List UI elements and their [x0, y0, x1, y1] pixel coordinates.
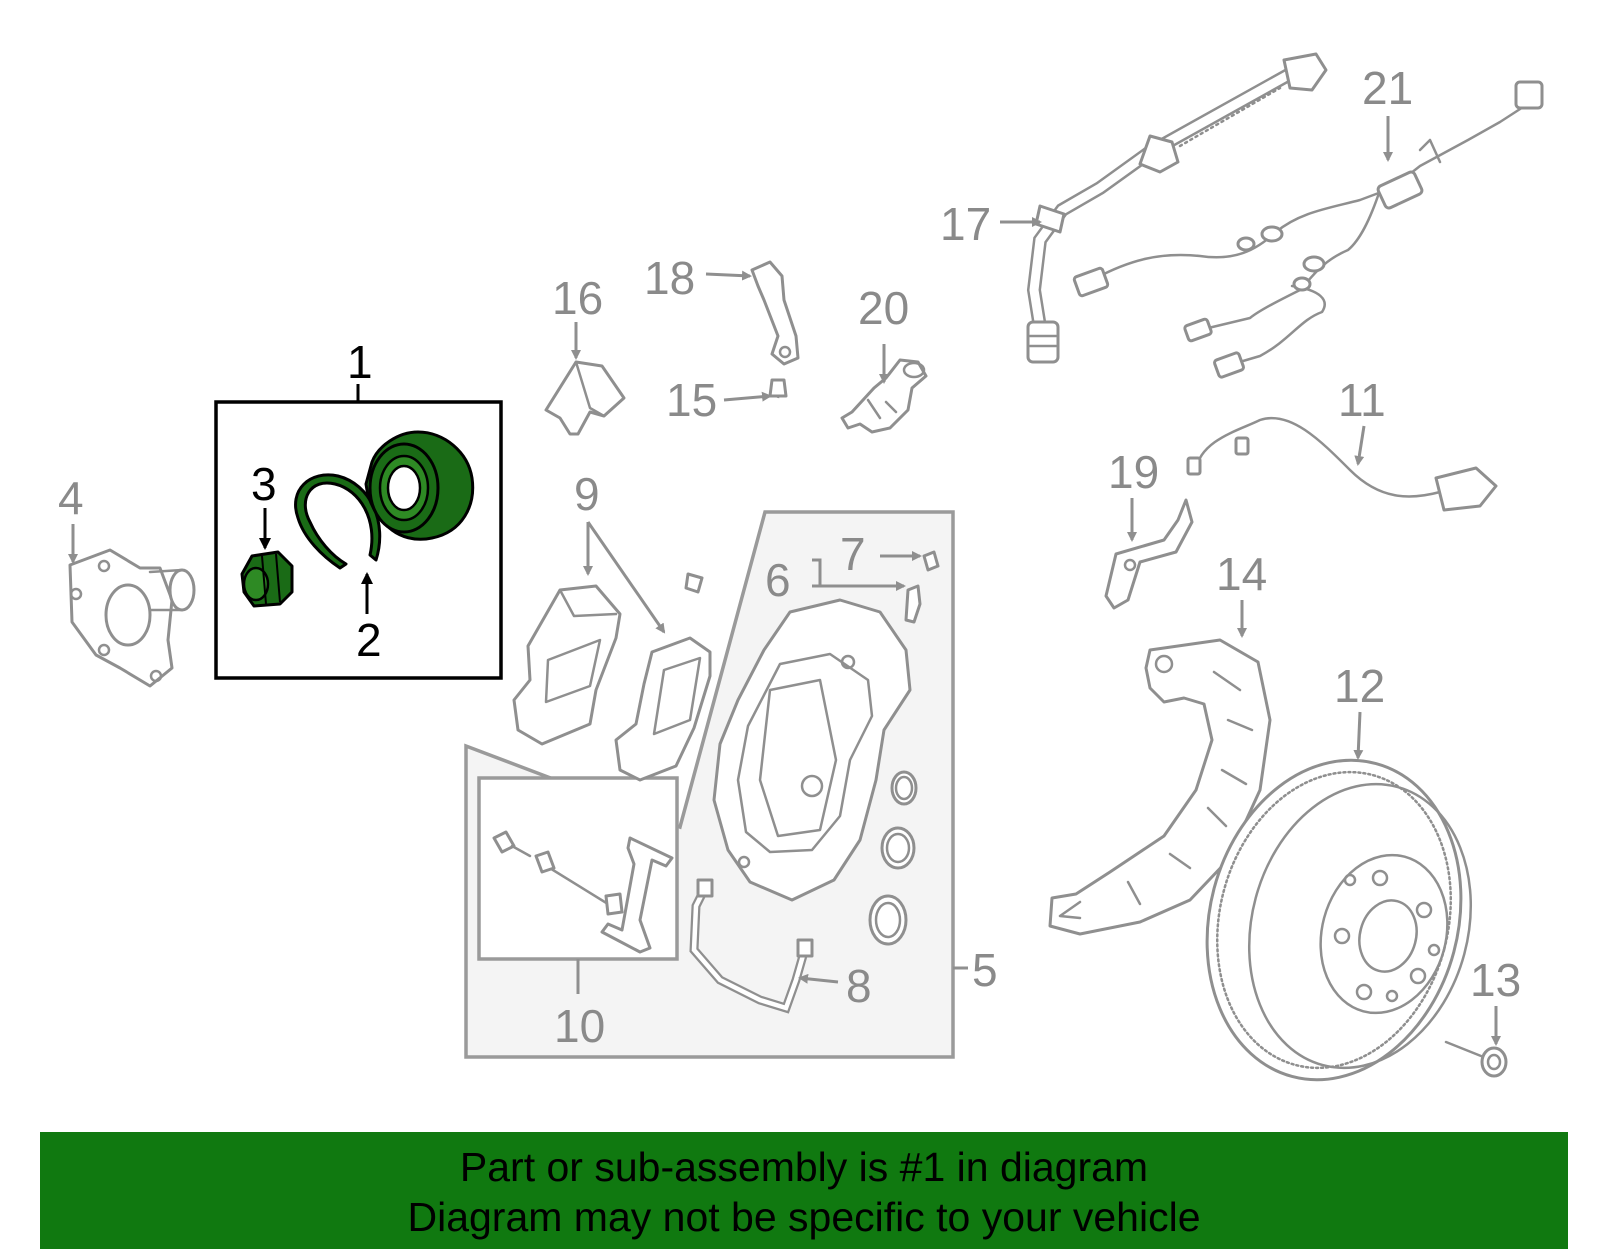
- callout-4[interactable]: 4: [58, 472, 84, 524]
- brake-pad-part-9[interactable]: [512, 584, 712, 782]
- wiring-harness-part-21[interactable]: [1072, 80, 1544, 379]
- dust-shield-part-14[interactable]: [1048, 638, 1272, 936]
- wheel-hub-part-4[interactable]: [68, 548, 196, 688]
- callout-21[interactable]: 21: [1362, 62, 1413, 114]
- callout-1[interactable]: 1: [347, 336, 373, 388]
- callout-3[interactable]: 3: [251, 458, 277, 510]
- bracket-part-19[interactable]: [1104, 498, 1194, 610]
- wheel-bearing-part-1[interactable]: [364, 430, 475, 541]
- callout-20[interactable]: 20: [858, 282, 909, 334]
- brake-caliper-part-5[interactable]: [712, 598, 912, 902]
- callout-12[interactable]: 12: [1334, 660, 1385, 712]
- bracket-part-18[interactable]: [750, 260, 800, 366]
- brake-rotor-part-12[interactable]: [1172, 731, 1501, 1108]
- info-banner: Part or sub-assembly is #1 in diagram Di…: [40, 1132, 1568, 1249]
- brake-line-part-15[interactable]: [666, 378, 788, 594]
- callout-10[interactable]: 10: [554, 1000, 605, 1052]
- callout-13[interactable]: 13: [1470, 954, 1521, 1006]
- brake-hose-part-17[interactable]: [1026, 52, 1328, 364]
- callout-7[interactable]: 7: [840, 528, 866, 580]
- snap-ring-part-2[interactable]: [294, 473, 382, 570]
- callout-2[interactable]: 2: [356, 614, 382, 666]
- wear-sensor-part-11[interactable]: [1186, 416, 1498, 512]
- piston-seals[interactable]: [868, 770, 918, 946]
- hardware-kit-part-10[interactable]: [492, 830, 674, 954]
- callout-19[interactable]: 19: [1108, 446, 1159, 498]
- leader-lines: [68, 116, 1501, 1046]
- callout-labels: 1 2 3 4 5 6 7 8 9 10 11 12 13 14 15 16 1…: [58, 62, 1521, 1052]
- banner-line-1: Part or sub-assembly is #1 in diagram: [459, 1144, 1149, 1190]
- hub-nut-part-3[interactable]: [240, 550, 294, 608]
- callout-17[interactable]: 17: [940, 198, 991, 250]
- callout-15[interactable]: 15: [666, 374, 717, 426]
- callout-9[interactable]: 9: [574, 468, 600, 520]
- callout-6[interactable]: 6: [765, 554, 791, 606]
- banner-line-2: Diagram may not be specific to your vehi…: [407, 1194, 1201, 1240]
- callout-14[interactable]: 14: [1216, 548, 1267, 600]
- bleeder-cap-part-7[interactable]: [922, 550, 940, 572]
- callout-5[interactable]: 5: [972, 944, 998, 996]
- callout-8[interactable]: 8: [846, 960, 872, 1012]
- callout-11[interactable]: 11: [1338, 374, 1386, 426]
- callout-18[interactable]: 18: [644, 252, 695, 304]
- splash-guard-part-16[interactable]: [544, 360, 626, 436]
- bolt-part-13[interactable]: [1444, 1040, 1508, 1078]
- callout-16[interactable]: 16: [552, 272, 603, 324]
- brake-line-part-8[interactable]: [689, 878, 814, 1014]
